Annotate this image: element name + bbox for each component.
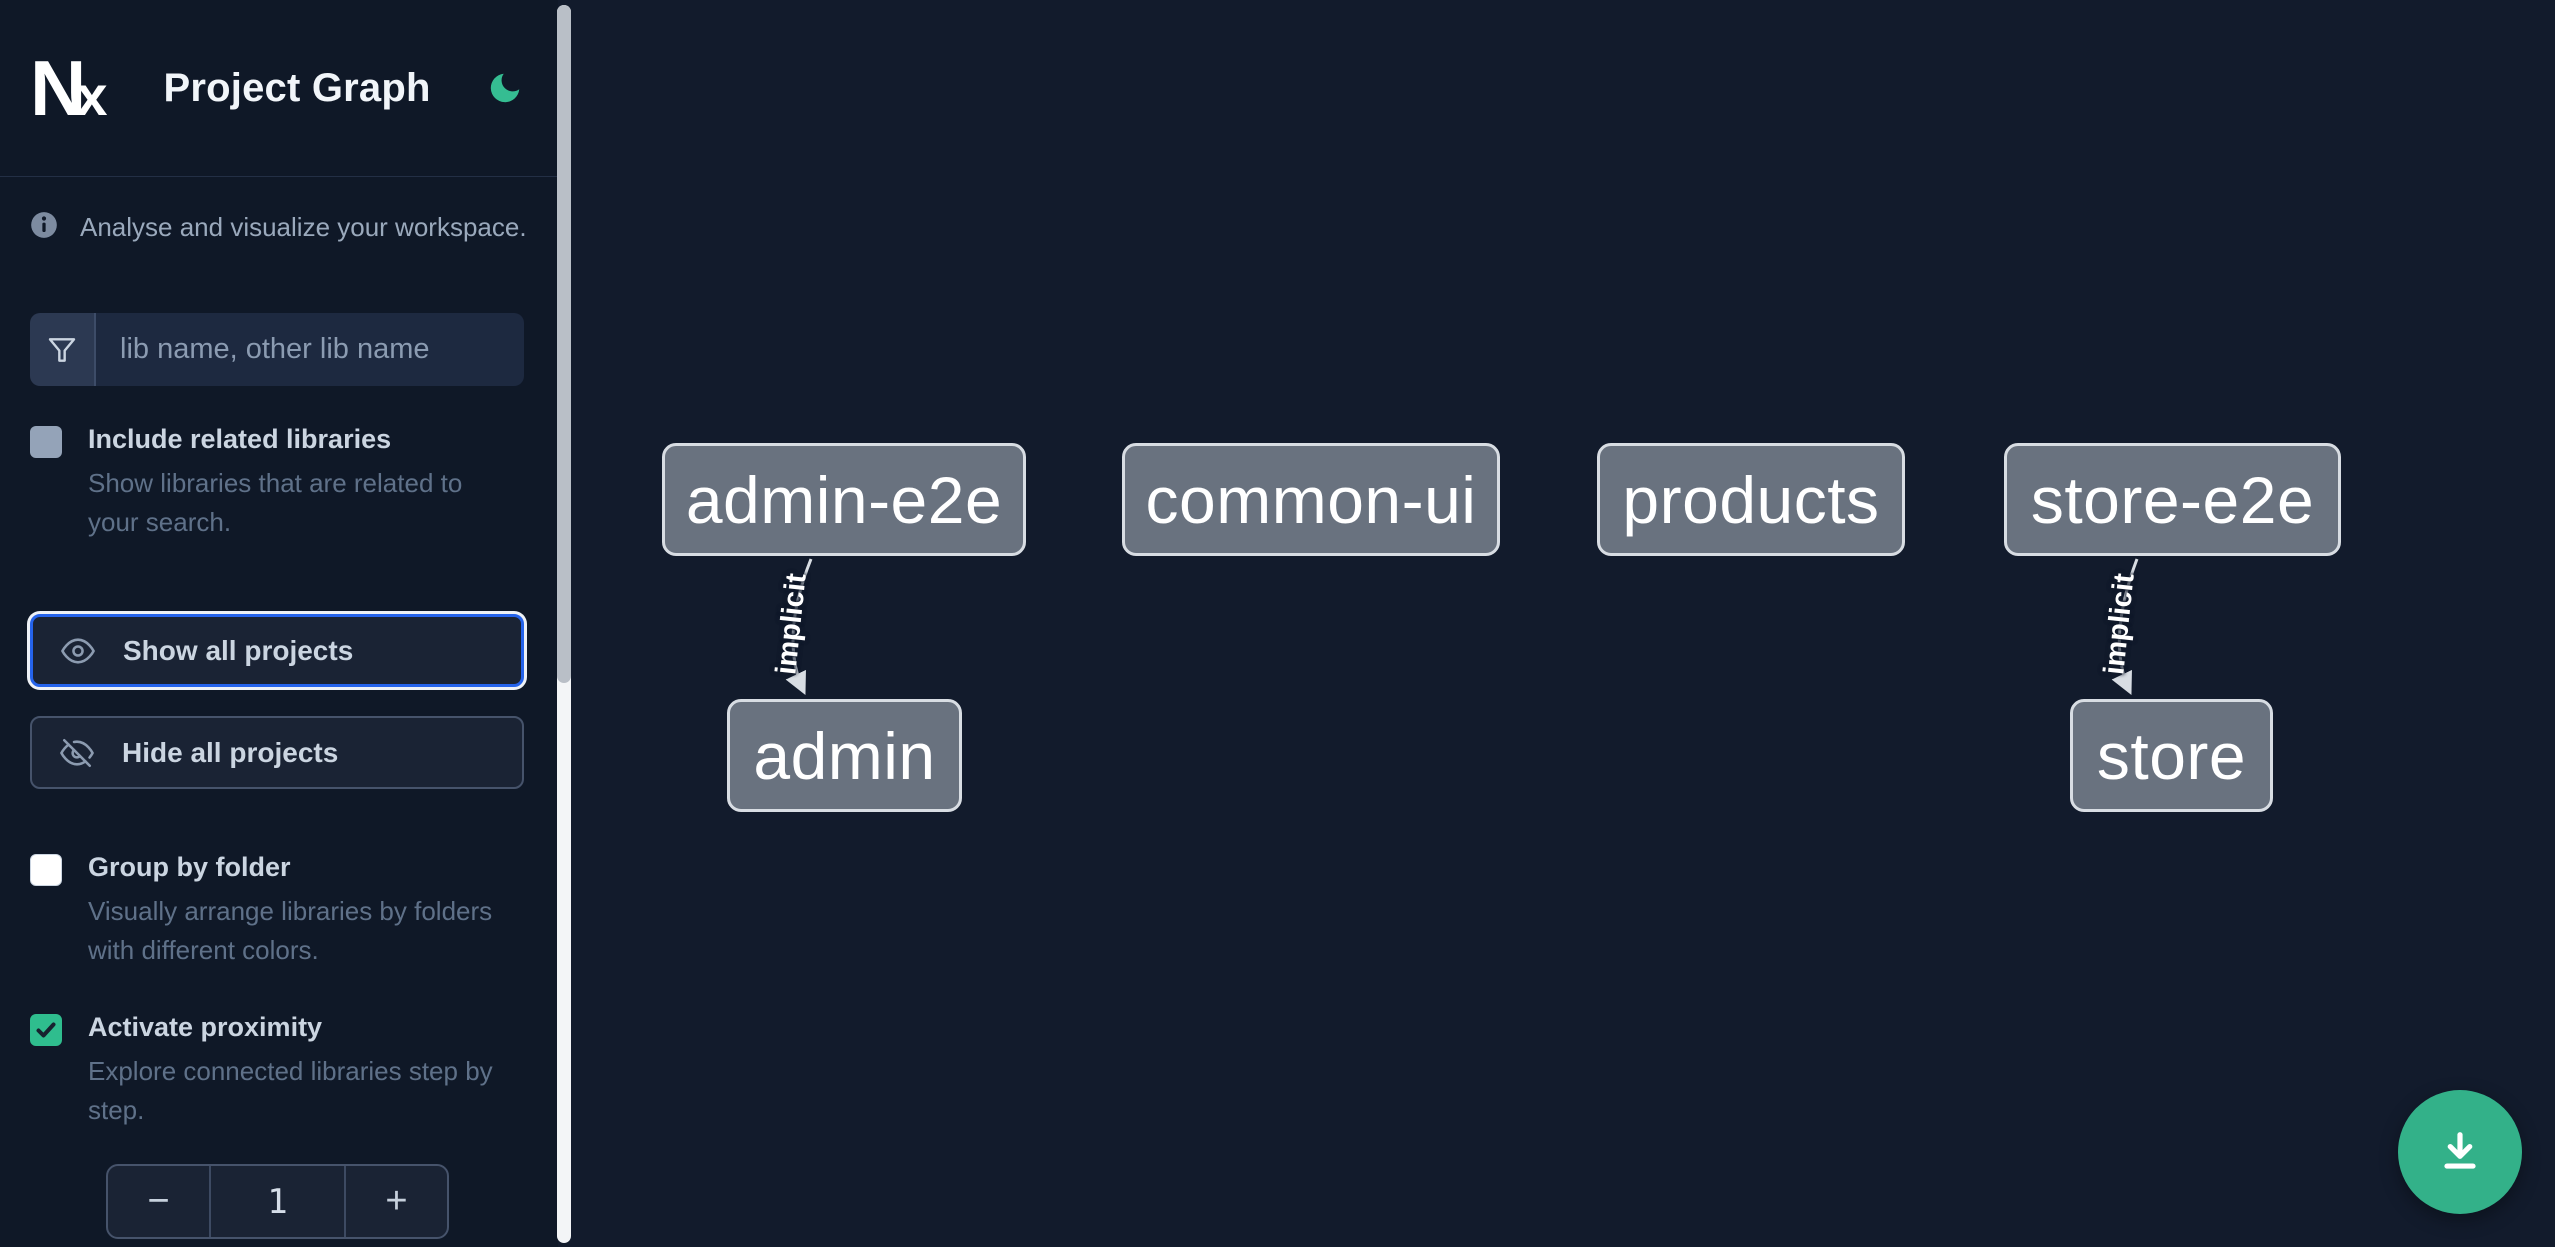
proximity-value: 1	[209, 1166, 346, 1237]
option-text: Include related libraries Show libraries…	[88, 422, 500, 542]
graph-node-store-e2e[interactable]: store-e2e	[2004, 443, 2341, 556]
graph-edge-store-e2e-store[interactable]	[2111, 558, 2139, 696]
graph-node-common-ui[interactable]: common-ui	[1122, 443, 1500, 556]
filter-icon-box	[30, 313, 96, 386]
nx-logo-n: N	[30, 44, 86, 132]
info-icon	[31, 212, 57, 238]
search-input[interactable]	[96, 313, 524, 386]
graph-canvas[interactable]: admin-e2e common-ui products store-e2e admin…	[571, 0, 2555, 1247]
nx-logo-x: x	[76, 64, 108, 127]
sidebar: N x Project Graph Analyse and visualize …	[0, 0, 558, 1247]
option-description: Show libraries that are related to your …	[88, 468, 463, 537]
graph-node-admin-e2e[interactable]: admin-e2e	[662, 443, 1026, 556]
proximity-stepper: − 1 +	[106, 1164, 449, 1239]
group-by-folder-checkbox[interactable]	[30, 854, 62, 886]
eye-icon	[61, 637, 95, 664]
graph-node-store[interactable]: store	[2070, 699, 2273, 812]
search-bar	[30, 313, 524, 386]
graph-edge-admin-e2e-admin[interactable]	[785, 558, 813, 696]
graph-node-products[interactable]: products	[1597, 443, 1905, 556]
option-label: Include related libraries	[88, 424, 392, 454]
filter-icon	[48, 337, 76, 362]
option-label: Group by folder	[88, 852, 291, 882]
info-text: Analyse and visualize your workspace.	[80, 212, 527, 242]
option-include-related: Include related libraries Show libraries…	[30, 422, 528, 542]
graph-edges	[785, 558, 2139, 696]
info-banner: Analyse and visualize your workspace.	[30, 211, 528, 243]
option-label: Activate proximity	[88, 1012, 323, 1042]
checkmark-icon	[36, 1022, 56, 1038]
moon-icon	[490, 73, 520, 103]
sidebar-scrollbar-thumb[interactable]	[557, 5, 571, 683]
eye-off-icon	[60, 738, 94, 767]
hide-all-projects-button[interactable]: Hide all projects	[30, 716, 524, 789]
show-all-projects-label: Show all projects	[123, 634, 354, 666]
option-description: Explore connected libraries step by step…	[88, 1056, 493, 1125]
proximity-decrement-button[interactable]: −	[108, 1166, 209, 1237]
option-activate-proximity: Activate proximity Explore connected lib…	[30, 1010, 528, 1130]
app-header: N x Project Graph	[0, 0, 558, 177]
graph-node-admin[interactable]: admin	[727, 699, 962, 812]
dark-mode-toggle[interactable]	[486, 69, 524, 107]
option-description: Visually arrange libraries by folders wi…	[88, 896, 493, 965]
show-all-projects-button[interactable]: Show all projects	[30, 614, 524, 687]
proximity-increment-button[interactable]: +	[346, 1166, 447, 1237]
option-group-by-folder: Group by folder Visually arrange librari…	[30, 850, 528, 970]
nx-logo: N x	[30, 49, 108, 127]
activate-proximity-checkbox[interactable]	[30, 1014, 62, 1046]
option-text: Group by folder Visually arrange librari…	[88, 850, 500, 970]
page-title: Project Graph	[163, 65, 431, 110]
hide-all-projects-label: Hide all projects	[122, 736, 339, 768]
download-icon	[2444, 1132, 2476, 1169]
download-image-button[interactable]	[2398, 1090, 2522, 1214]
option-text: Activate proximity Explore connected lib…	[88, 1010, 500, 1130]
include-related-checkbox[interactable]	[30, 426, 62, 458]
